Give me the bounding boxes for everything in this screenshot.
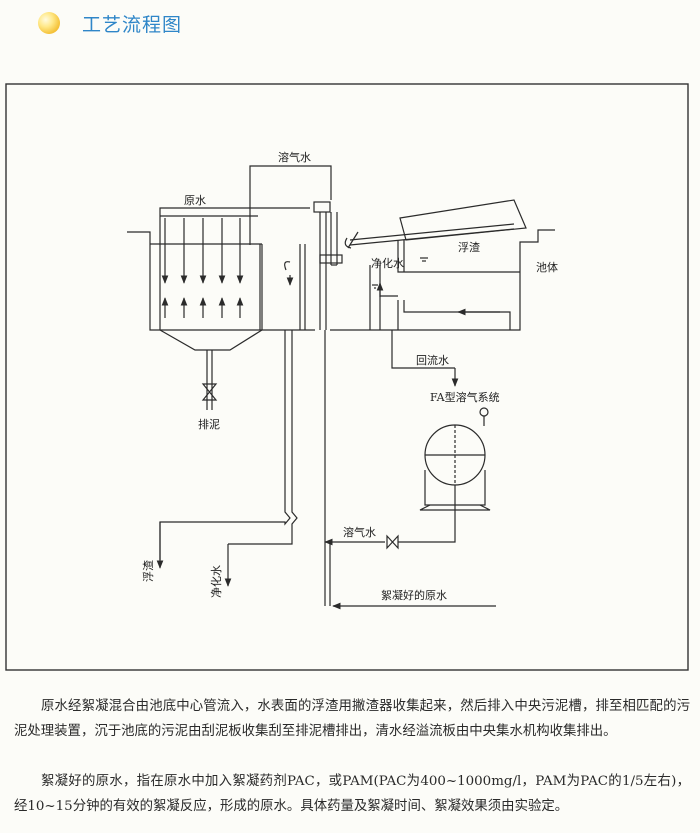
air-valve bbox=[386, 534, 399, 550]
label-out-scum: 浮渣 bbox=[141, 560, 155, 582]
down-arrows bbox=[161, 218, 244, 284]
sludge-valve bbox=[201, 383, 218, 401]
dissolved-air-pipe bbox=[249, 165, 332, 245]
diagram-frame bbox=[5, 83, 689, 671]
description-paragraph-2: 絮凝好的原水，指在原水中加入絮凝药剂PAC，或PAM(PAC为400~1000m… bbox=[14, 774, 690, 814]
label-sludge: 排泥 bbox=[198, 417, 220, 431]
up-arrows bbox=[161, 297, 244, 318]
label-dissolved-air-bottom: 溶气水 bbox=[343, 525, 376, 539]
scum-outflow bbox=[159, 330, 291, 560]
label-flocculated: 絮凝好的原水 bbox=[381, 588, 447, 602]
gauge-icon bbox=[479, 407, 489, 417]
label-raw-water: 原水 bbox=[184, 194, 206, 207]
description-paragraph-1: 原水经絮凝混合由池底中心管流入，水表面的浮渣用撇渣器收集起来，然后排入中央污泥槽… bbox=[14, 699, 690, 739]
page-title: 工艺流程图 bbox=[82, 14, 183, 36]
skimmer bbox=[399, 199, 527, 241]
tank-outline bbox=[127, 229, 555, 331]
raw-water-pipe bbox=[159, 207, 310, 330]
clean-weir bbox=[369, 265, 511, 330]
central-pipe bbox=[313, 201, 331, 213]
process-flow-diagram: 溶气水 原水 浮渣 净化水 池体 回流水 FA型溶气系统 排泥 溶气水 絮凝好的… bbox=[5, 83, 689, 671]
label-tank-body: 池体 bbox=[536, 260, 558, 274]
label-scum: 浮渣 bbox=[458, 240, 480, 254]
header: 工艺流程图 bbox=[38, 8, 338, 38]
scum-hopper bbox=[397, 240, 520, 273]
label-fa-system: FA型溶气系统 bbox=[430, 390, 500, 404]
clean-outflow bbox=[228, 330, 298, 545]
sludge-hopper bbox=[159, 329, 263, 351]
bullet-icon bbox=[38, 12, 60, 34]
label-dissolved-air-top: 溶气水 bbox=[278, 150, 311, 164]
label-out-clean: 净化水 bbox=[209, 565, 223, 598]
dissolved-air-return bbox=[398, 485, 456, 543]
label-clean-water: 净化水 bbox=[371, 256, 404, 270]
return-water-pipe bbox=[391, 330, 455, 369]
label-return-water: 回流水 bbox=[416, 353, 449, 367]
